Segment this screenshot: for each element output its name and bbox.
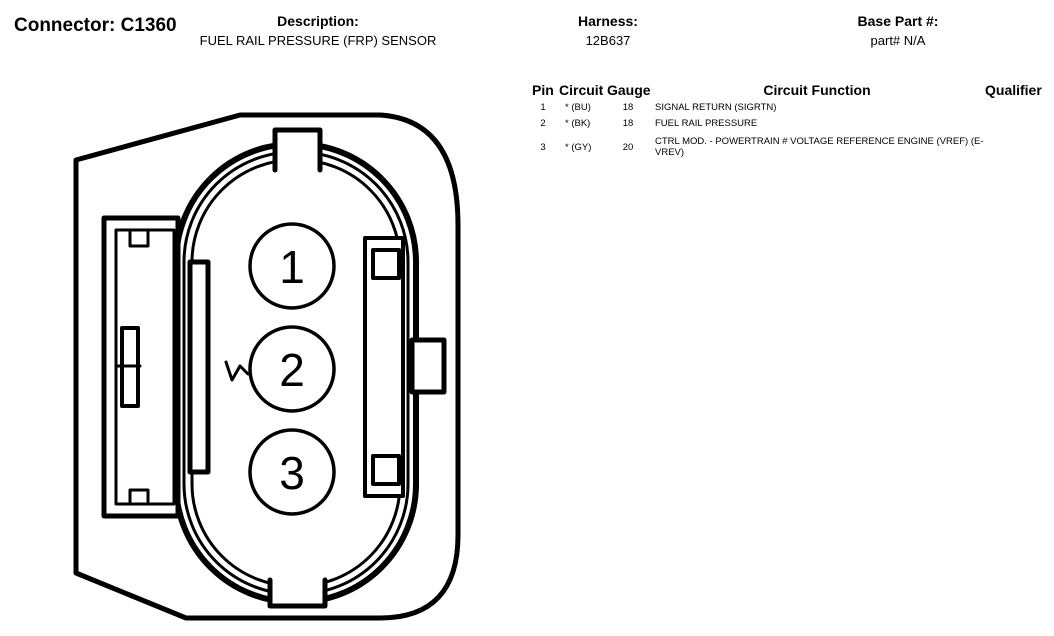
- description-block: Description: FUEL RAIL PRESSURE (FRP) SE…: [188, 12, 448, 50]
- pin-2-circle: [248, 325, 336, 413]
- pin-2-label: 2: [279, 344, 305, 396]
- qualifier-column-header: Qualifier: [985, 82, 1042, 98]
- harness-block: Harness: 12B637: [548, 12, 668, 50]
- circuit-cell: * (BU): [565, 102, 591, 113]
- harness-label: Harness:: [578, 13, 638, 29]
- description-label: Description:: [277, 13, 359, 29]
- circuit-cell: * (GY): [565, 142, 592, 153]
- base-part-block: Base Part #: part# N/A: [818, 12, 978, 50]
- pin-cell: 3: [540, 142, 546, 153]
- bottom-latch-notch: [267, 577, 328, 609]
- connector-title: Connector: C1360: [14, 15, 177, 36]
- circuit-function-column-header: Circuit Function: [763, 82, 871, 98]
- right-lock-lower-tab: [371, 454, 401, 486]
- right-side-clip: [409, 337, 447, 395]
- circuit-column-header: Circuit: [559, 82, 604, 98]
- harness-value: 12B637: [585, 33, 631, 48]
- pin-3-label: 3: [279, 447, 305, 499]
- pin-3-circle: [248, 428, 336, 516]
- pin-1: 1: [248, 222, 336, 310]
- gauge-cell: 20: [622, 142, 634, 153]
- gauge-cell: 18: [622, 118, 634, 129]
- pin-1-label: 1: [279, 241, 305, 293]
- right-lock-upper-tab: [371, 248, 401, 280]
- left-latch-bar: [187, 259, 211, 475]
- left-lock-ridge: [128, 230, 150, 248]
- pin-3: 3: [248, 428, 336, 516]
- gauge-cell: 18: [622, 102, 634, 113]
- right-lock-frame: [363, 236, 405, 498]
- circuit-function-cell: CTRL MOD. - POWERTRAIN # VOLTAGE REFEREN…: [655, 136, 984, 158]
- connector-housing-outline: [73, 112, 461, 621]
- pin-column-header: Pin: [532, 82, 554, 98]
- pin-cell: 1: [540, 102, 546, 113]
- left-lock-ridge-bottom: [128, 488, 150, 504]
- top-latch-notch: [272, 127, 323, 173]
- description-value: FUEL RAIL PRESSURE (FRP) SENSOR: [199, 33, 437, 48]
- base-part-label: Base Part #:: [857, 13, 939, 29]
- pin-cell: 2: [540, 118, 546, 129]
- gauge-column-header: Gauge: [607, 82, 651, 98]
- pin-1-circle: [248, 222, 336, 310]
- pin-2: 2: [248, 325, 336, 413]
- pin-marker-zigzag: [224, 360, 250, 382]
- circuit-function-cell: SIGNAL RETURN (SIGRTN): [655, 102, 777, 113]
- circuit-cell: * (BK): [565, 118, 591, 129]
- base-part-value: part# N/A: [870, 33, 926, 48]
- circuit-function-cell: FUEL RAIL PRESSURE: [655, 118, 758, 129]
